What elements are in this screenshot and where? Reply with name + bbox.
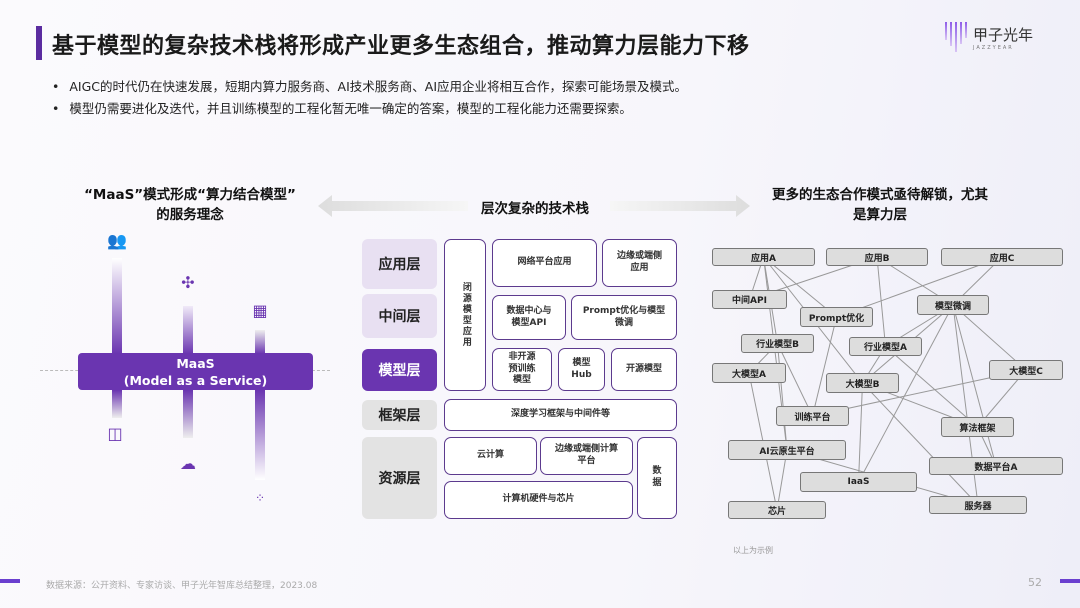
box-web-app: 网络平台应用 bbox=[492, 239, 597, 287]
network-node: 算法框架 bbox=[941, 417, 1014, 437]
network-edge bbox=[952, 304, 1027, 371]
left-heading-line2: 的服务理念 bbox=[156, 207, 224, 223]
network-node: IaaS bbox=[800, 472, 917, 492]
layer-resource: 资源层 bbox=[362, 437, 437, 519]
network-node: 芯片 bbox=[728, 501, 826, 519]
blocks-icon: ▦ bbox=[252, 301, 268, 320]
network-node: 中间API bbox=[712, 290, 787, 309]
layer-model: 模型层 bbox=[362, 349, 437, 391]
network-node: 应用A bbox=[712, 248, 815, 266]
network-edge bbox=[858, 382, 863, 483]
up-arrow-2 bbox=[183, 306, 193, 354]
down-arrow-3 bbox=[255, 390, 265, 480]
bullet-2: 模型仍需要进化及迭代，并且训练模型的工程化暂无唯一确定的答案，模型的工程化能力还… bbox=[52, 98, 632, 117]
down-arrow-1 bbox=[112, 390, 122, 418]
puzzle-icon: ✣ bbox=[181, 273, 195, 292]
network-node: 应用B bbox=[826, 248, 928, 266]
box-model-hub: 模型Hub bbox=[558, 348, 605, 391]
page-number: 52 bbox=[1028, 576, 1042, 589]
up-arrow-1 bbox=[112, 258, 122, 354]
box-framework: 深度学习框架与中间件等 bbox=[444, 399, 677, 431]
window-icon: ◫ bbox=[107, 424, 123, 443]
users-icon: 👥 bbox=[107, 231, 127, 250]
logo-sub: JAZZYEAR bbox=[973, 44, 1014, 51]
network-node: 大模型C bbox=[989, 360, 1063, 380]
network-node: 数据平台A bbox=[929, 457, 1063, 475]
network-node: 行业模型A bbox=[849, 337, 922, 356]
up-arrow-3 bbox=[255, 330, 265, 354]
down-arrow-2 bbox=[183, 390, 193, 438]
footer-source: 数据来源：公开资料、专家访谈、甲子光年智库总结整理，2023.08 bbox=[46, 581, 318, 591]
footer-accent-left bbox=[0, 579, 20, 583]
left-heading: “MaaS”模式形成“算力结合模型” 的服务理念 bbox=[40, 183, 340, 223]
box-data: 数据 bbox=[637, 437, 677, 519]
network-node: 应用C bbox=[941, 248, 1063, 266]
layer-framework: 框架层 bbox=[362, 400, 437, 430]
layer-middle: 中间层 bbox=[362, 294, 437, 338]
network-edge bbox=[862, 382, 979, 506]
network-edge bbox=[952, 304, 997, 467]
scatter-icon: ⁘ bbox=[254, 491, 266, 505]
logo-name: 甲子光年 bbox=[973, 25, 1034, 44]
right-arrow-icon bbox=[610, 195, 750, 217]
network-edge bbox=[812, 316, 837, 417]
center-heading: 层次复杂的技术栈 bbox=[481, 201, 589, 217]
network-node: 大模型A bbox=[712, 363, 786, 383]
network-edge bbox=[777, 343, 813, 417]
left-arrow-icon bbox=[318, 195, 468, 217]
box-open-model: 开源模型 bbox=[611, 348, 677, 391]
box-non-open-model: 非开源预训练模型 bbox=[492, 348, 552, 391]
network-node: 行业模型B bbox=[741, 334, 814, 353]
network-node: 服务器 bbox=[929, 496, 1027, 514]
network-edge bbox=[952, 304, 979, 506]
network-edge bbox=[777, 343, 788, 451]
box-prompt: Prompt优化与模型微调 bbox=[571, 295, 677, 340]
network-node: 大模型B bbox=[826, 373, 899, 393]
network-edge bbox=[858, 304, 954, 483]
network-edge bbox=[885, 346, 978, 428]
bullet-1: AIGC的时代仍在快速发展，短期内算力服务商、AI技术服务商、AI应用企业将相互… bbox=[52, 76, 687, 95]
box-cloud: 云计算 bbox=[444, 437, 537, 475]
network-node: 模型微调 bbox=[917, 295, 989, 315]
network-node: 训练平台 bbox=[776, 406, 849, 426]
maas-bar: MaaS (Model as a Service) bbox=[78, 353, 313, 390]
network-edge bbox=[776, 449, 788, 511]
logo-mark-icon bbox=[945, 22, 967, 52]
maas-title: MaaS bbox=[176, 356, 215, 371]
example-note: 以上为示例 bbox=[733, 546, 773, 555]
right-heading-line1: 更多的生态合作模式亟待解锁，尤其 bbox=[772, 187, 988, 203]
box-closed-app: 闭源模型应用 bbox=[444, 239, 486, 391]
network-node: AI云原生平台 bbox=[728, 440, 846, 460]
layer-app: 应用层 bbox=[362, 239, 437, 289]
box-dc-api: 数据中心与模型API bbox=[492, 295, 566, 340]
box-hardware: 计算机硬件与芯片 bbox=[444, 481, 633, 519]
network-node: Prompt优化 bbox=[800, 307, 873, 327]
network-edge bbox=[876, 256, 886, 347]
right-heading: 更多的生态合作模式亟待解锁，尤其是算力层 bbox=[745, 183, 1015, 223]
page-title: 基于模型的复杂技术栈将形成产业更多生态组合，推动算力层能力下移 bbox=[52, 34, 750, 59]
footer-accent-right bbox=[1060, 579, 1080, 583]
box-edge-compute: 边缘或端侧计算平台 bbox=[540, 437, 633, 475]
box-edge-app: 边缘或端侧应用 bbox=[602, 239, 677, 287]
title-accent-bar bbox=[36, 26, 42, 60]
right-heading-line2: 是算力层 bbox=[853, 207, 907, 223]
maas-subtitle: (Model as a Service) bbox=[123, 373, 268, 388]
left-heading-line1: “MaaS”模式形成“算力结合模型” bbox=[84, 187, 296, 203]
cloud-server-icon: ☁ bbox=[180, 454, 196, 473]
